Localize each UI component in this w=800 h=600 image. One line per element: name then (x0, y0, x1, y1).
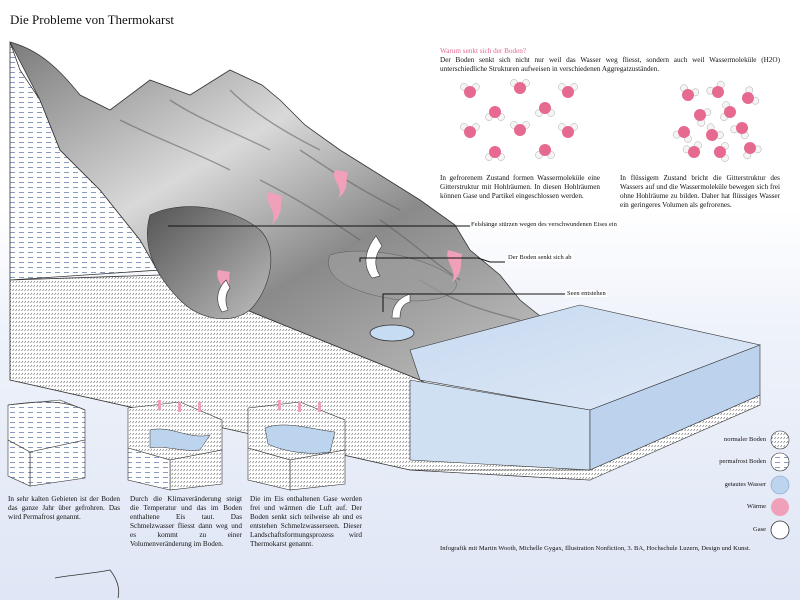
legend-label-normal: normaler Boden (723, 436, 766, 443)
annotation-sinks: Der Boden senkt sich ab (507, 254, 573, 261)
legend-swatch-normal (770, 430, 790, 450)
water-molecule (485, 106, 505, 121)
soil-bottom-strip (409, 394, 761, 481)
water-molecule (510, 79, 530, 94)
legend-swatch-gas (770, 520, 790, 540)
legend-label-water: getautes Wasser (724, 481, 766, 488)
water-molecule (672, 126, 692, 143)
annotation-slopes: Felshänge stürzen wegen des verschwunden… (470, 221, 618, 228)
legend-swatch-water (770, 475, 790, 495)
page-title: Die Probleme von Thermokarst (10, 12, 175, 27)
gas-arrows (217, 235, 411, 319)
legend-label-gas: Gase (753, 526, 766, 533)
water-molecule (460, 123, 480, 138)
water-molecule (714, 142, 729, 162)
frozen-text: In gefrorenem Zustand formen Wassermolek… (440, 174, 600, 200)
annotation-leaders (168, 225, 565, 312)
step-block-3 (247, 400, 346, 491)
liquid-text: In flüssigem Zustand bricht die Gitterst… (620, 174, 780, 209)
water-molecule (535, 144, 555, 159)
water-molecule (535, 102, 555, 117)
step-block-2 (127, 400, 223, 491)
step-block-1 (7, 399, 86, 487)
water-molecule (510, 121, 530, 136)
step-3-text: Die im Eis enthaltenen Gase werden frei … (250, 495, 362, 548)
legend-label-heat: Wärme (746, 503, 766, 510)
small-sketch (54, 569, 120, 599)
frozen-molecule-lattice (460, 79, 578, 161)
water-molecule (460, 83, 480, 98)
step-2-text: Durch die Klimaveränderung steigt die Te… (130, 495, 242, 548)
water-molecule (558, 123, 578, 138)
legend-label-permafrost: permafrost Boden (719, 458, 766, 465)
water-molecule (742, 86, 760, 105)
legend-swatch-permafrost (770, 452, 790, 472)
credit-line: Infografik mit Martin Wooth, Michelle Gy… (440, 545, 751, 552)
legend-swatches (770, 430, 790, 540)
water-molecule (706, 80, 725, 98)
info-heading: Warum senkt sich der Boden? (440, 47, 527, 55)
collapsed-cave (147, 206, 272, 320)
step-1-text: In sehr kalten Gebieten ist der Boden da… (8, 495, 120, 521)
annotation-lakes: Seen entstehen (566, 290, 607, 297)
water-molecule (680, 84, 700, 101)
liquid-molecule-cluster (672, 80, 762, 162)
legend-swatch-heat (771, 498, 789, 516)
thaw-lake (369, 324, 415, 342)
water-block-side (589, 344, 761, 471)
info-body: Der Boden senkt sich nicht nur weil das … (440, 56, 780, 73)
water-molecule (682, 141, 702, 158)
sunken-ground (328, 250, 457, 302)
water-molecule (694, 108, 712, 127)
water-molecule (706, 123, 724, 141)
water-molecule (730, 122, 749, 140)
water-molecule (485, 146, 505, 161)
water-molecule (720, 101, 736, 121)
water-molecule (558, 83, 578, 98)
water-molecule (743, 142, 762, 160)
